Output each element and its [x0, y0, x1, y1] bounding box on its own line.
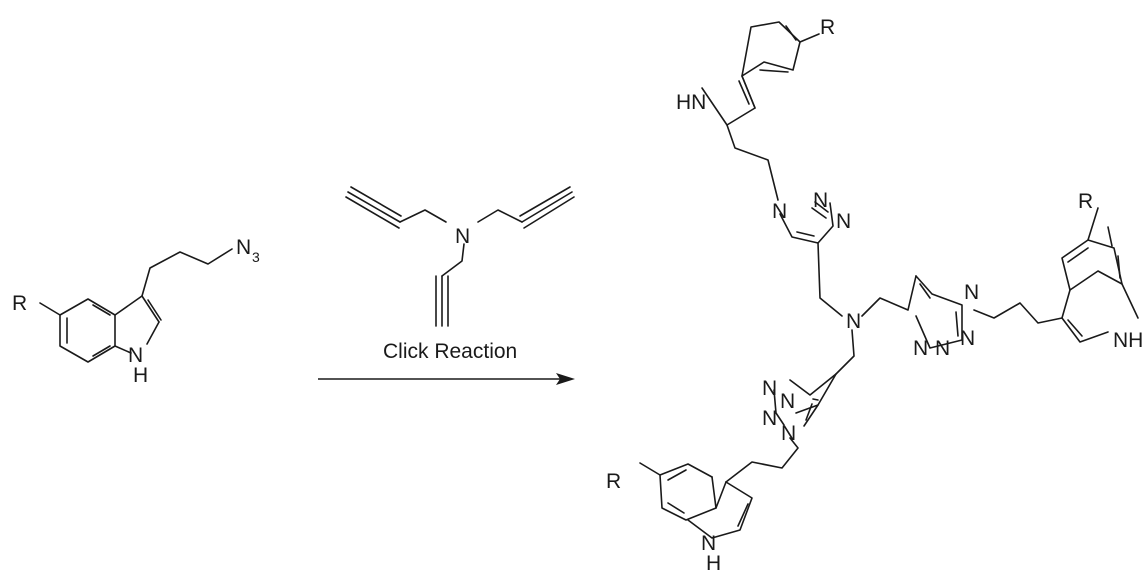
bottom-triazole-n2-label: N	[762, 407, 777, 430]
top-indole-hn-label: HN	[676, 91, 706, 114]
azide-n-label: N	[236, 236, 251, 259]
product-tris-triazole: HN R N N N N R NH N N N N	[606, 16, 1143, 575]
azide-subscript: 3	[252, 249, 260, 265]
right-r-label: R	[1078, 190, 1093, 213]
right-indole-nh-label: NH	[1113, 329, 1143, 352]
right-triazole-n3-label: N	[913, 337, 928, 360]
reaction-condition-label: Click Reaction	[383, 340, 517, 363]
right-triazole-n1-label: N	[964, 281, 979, 304]
bottom-triazole-n3-label: N	[781, 422, 796, 445]
nh-h-label: H	[133, 364, 148, 387]
bottom-indole-n-label: N	[701, 532, 716, 555]
bottom-triazole-n4-label: N	[780, 390, 795, 413]
r-label: R	[12, 292, 27, 315]
reaction-arrow	[318, 373, 575, 385]
top-triazole-n3-label: N	[836, 210, 851, 233]
reagent-tripropargylamine: N	[345, 186, 575, 327]
top-triazole-n1-label: N	[772, 200, 787, 223]
bottom-triazole-n1-label: N	[762, 377, 777, 400]
right-triazole-n2-label: N	[960, 327, 975, 350]
right-triazole-n4-label: N	[935, 337, 950, 360]
central-amine-n-label: N	[846, 310, 861, 333]
starting-material-azidoethyl-indole: R N H N 3	[12, 236, 260, 387]
bottom-indole-h-label: H	[706, 552, 721, 575]
top-triazole-n2-label: N	[813, 189, 828, 212]
bottom-r-label: R	[606, 470, 621, 493]
tripropargylamine-n-label: N	[455, 225, 470, 248]
top-r-label: R	[820, 16, 835, 39]
nh-n-label: N	[128, 344, 143, 367]
